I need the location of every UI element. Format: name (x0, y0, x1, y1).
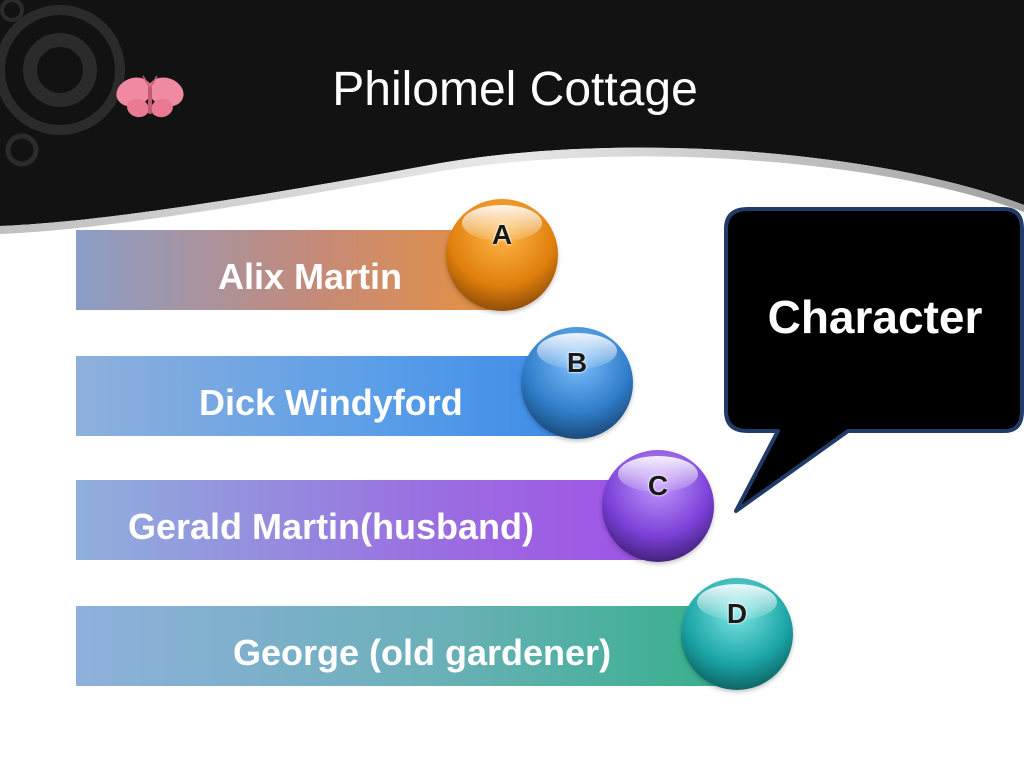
callout-text: Character (767, 291, 983, 343)
character-name-a: Alix Martin (218, 256, 403, 297)
character-name-b: Dick Windyford (199, 382, 463, 423)
orb-b: B (521, 327, 633, 439)
orb-a: A (446, 199, 558, 311)
slide-title: Philomel Cottage (332, 63, 698, 116)
orb-c: C (602, 450, 714, 562)
character-bar-a: Alix Martin (76, 230, 506, 310)
character-bar-b: Dick Windyford (76, 356, 576, 436)
orb-d: D (681, 578, 793, 690)
butterfly-icon (116, 75, 184, 118)
header-band (0, 0, 1024, 234)
speech-bubble (724, 207, 1024, 513)
orb-letter-c: C (647, 470, 669, 501)
orb-letter-b: B (566, 347, 588, 378)
character-name-c: Gerald Martin(husband) (128, 506, 535, 547)
character-bar-d: George (old gardener) (76, 606, 736, 686)
character-name-d: George (old gardener) (233, 632, 612, 673)
orb-letter-a: A (491, 219, 513, 250)
character-bar-c: Gerald Martin(husband) (76, 480, 666, 560)
orb-letter-d: D (726, 598, 748, 629)
decorative-circles (0, 0, 125, 167)
